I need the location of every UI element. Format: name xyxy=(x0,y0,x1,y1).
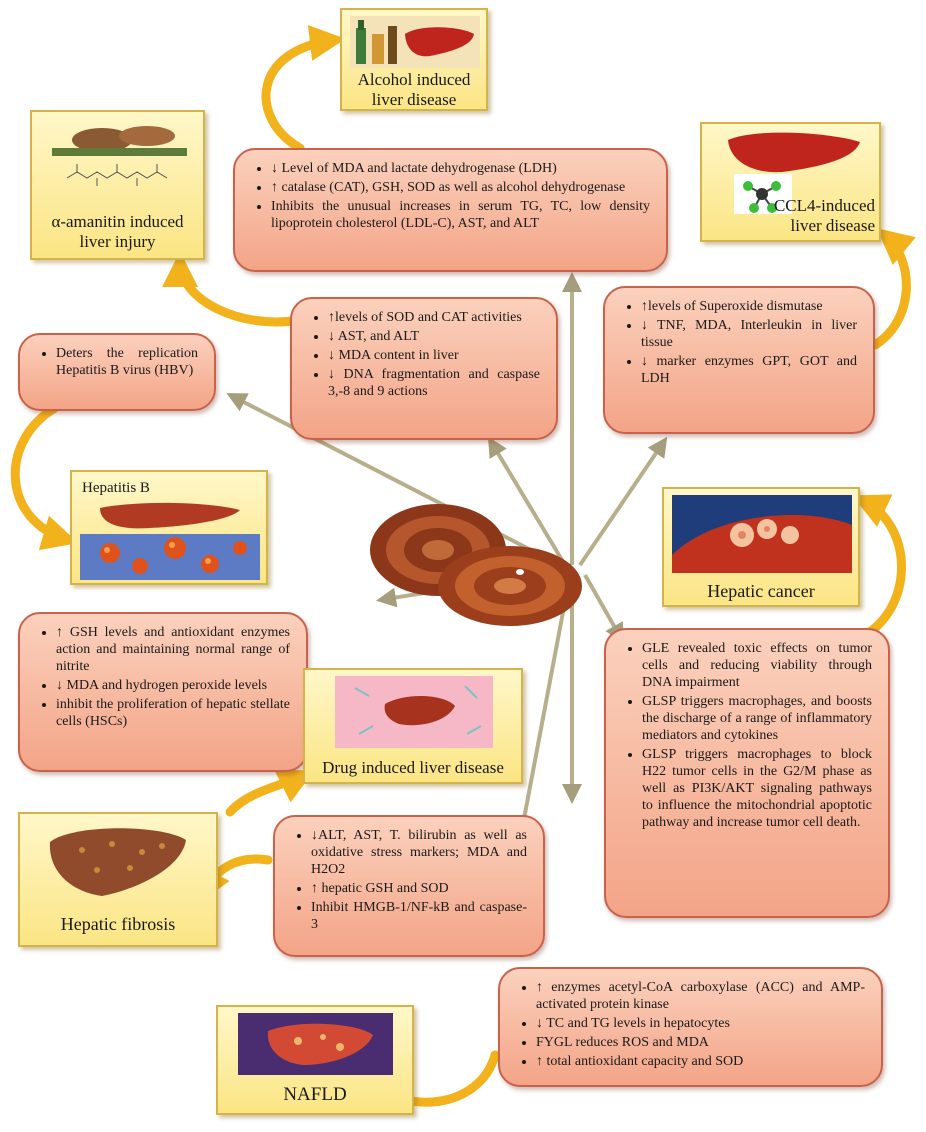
label-hepatitis-text: Hepatitis B xyxy=(82,478,266,498)
label-hepatic-fibrosis: Hepatic fibrosis xyxy=(18,812,218,947)
label-alcohol-text: Alcohol induced liver disease xyxy=(342,70,486,110)
box-hepatitis-list: Deters the replication Hepatitis B virus… xyxy=(36,345,198,379)
list-item: GLSP triggers macrophages to block H22 t… xyxy=(642,746,872,831)
list-item: ↑ enzymes acetyl-CoA carboxylase (ACC) a… xyxy=(536,979,865,1013)
list-item: inhibit the proliferation of hepatic ste… xyxy=(56,696,290,730)
box-ccl4-effects: ↑levels of Superoxide dismutase ↓ TNF, M… xyxy=(603,286,875,434)
box-ccl4-list: ↑levels of Superoxide dismutase ↓ TNF, M… xyxy=(621,298,857,387)
connector-to-ccl4 xyxy=(580,440,665,565)
list-item: ↓ MDA and hydrogen peroxide levels xyxy=(56,677,290,694)
box-cancer-effects: GLE revealed toxic effects on tumor cell… xyxy=(604,628,890,918)
box-amanitin-list: ↑levels of SOD and CAT activities ↓ AST,… xyxy=(308,309,540,400)
label-alcohol-liver-disease: Alcohol induced liver disease xyxy=(340,8,488,111)
box-alcohol-effects: ↓ Level of MDA and lactate dehydrogenase… xyxy=(233,148,668,272)
label-amanitin-liver-injury: α-amanitin induced liver injury xyxy=(30,110,205,260)
label-fibrosis-text: Hepatic fibrosis xyxy=(20,914,216,934)
list-item: ↑levels of SOD and CAT activities xyxy=(328,309,540,326)
box-cancer-list: GLE revealed toxic effects on tumor cell… xyxy=(622,640,872,831)
label-drug-liver-disease: Drug induced liver disease xyxy=(303,668,523,784)
list-item: Inhibit HMGB-1/NF-kB and caspase-3 xyxy=(311,899,527,933)
list-item: ↓ marker enzymes GPT, GOT and LDH xyxy=(641,353,857,387)
mushroom-molecule-icon xyxy=(52,118,187,198)
list-item: ↓ TC and TG levels in hepatocytes xyxy=(536,1015,865,1032)
tumor-icon xyxy=(672,495,852,573)
fibrotic-liver-icon xyxy=(42,822,192,902)
box-fibrosis-list: ↑ GSH levels and antioxidant enzymes act… xyxy=(36,624,290,730)
list-item: ↓ MDA content in liver xyxy=(328,347,540,364)
label-hepatic-cancer-text: Hepatic cancer xyxy=(664,581,858,601)
label-ccl4-text: CCL4-induced liver disease xyxy=(702,196,879,236)
reishi-mushroom-icon xyxy=(360,498,585,630)
curved-arrow-cancer xyxy=(860,500,902,638)
list-item: ↑ GSH levels and antioxidant enzymes act… xyxy=(56,624,290,675)
list-item: ↑ catalase (CAT), GSH, SOD as well as al… xyxy=(271,179,650,196)
label-ccl4-liver-disease: CCL4-induced liver disease xyxy=(700,122,881,242)
drug-liver-icon xyxy=(335,676,493,748)
list-item: ↓ALT, AST, T. bilirubin as well as oxida… xyxy=(311,827,527,878)
fatty-liver-icon xyxy=(238,1013,393,1075)
box-drug-list: ↓ALT, AST, T. bilirubin as well as oxida… xyxy=(291,827,527,933)
curved-arrow-hepatitis xyxy=(15,408,68,540)
label-hepatitis-b: Hepatitis B xyxy=(70,470,268,585)
box-fibrosis-effects: ↑ GSH levels and antioxidant enzymes act… xyxy=(18,612,308,772)
list-item: ↓ Level of MDA and lactate dehydrogenase… xyxy=(271,160,650,177)
label-drug-text: Drug induced liver disease xyxy=(305,758,521,778)
box-alcohol-list: ↓ Level of MDA and lactate dehydrogenase… xyxy=(251,160,650,232)
list-item: GLSP triggers macrophages, and boosts th… xyxy=(642,693,872,744)
list-item: GLE revealed toxic effects on tumor cell… xyxy=(642,640,872,691)
label-nafld: NAFLD xyxy=(216,1005,414,1115)
list-item: ↑ total antioxidant capacity and SOD xyxy=(536,1053,865,1070)
list-item: ↑levels of Superoxide dismutase xyxy=(641,298,857,315)
box-amanitin-effects: ↑levels of SOD and CAT activities ↓ AST,… xyxy=(290,297,558,440)
label-nafld-text: NAFLD xyxy=(218,1085,412,1105)
box-nafld-list: ↑ enzymes acetyl-CoA carboxylase (ACC) a… xyxy=(516,979,865,1070)
list-item: FYGL reduces ROS and MDA xyxy=(536,1034,865,1051)
list-item: ↓ AST, and ALT xyxy=(328,328,540,345)
label-amanitin-text: α-amanitin induced liver injury xyxy=(32,212,203,252)
list-item: ↑ hepatic GSH and SOD xyxy=(311,880,527,897)
alcohol-liver-icon xyxy=(350,16,480,68)
curved-arrow-drug xyxy=(230,775,305,812)
list-item: ↓ DNA fragmentation and caspase 3,-8 and… xyxy=(328,366,540,400)
curved-arrow-alcohol xyxy=(266,40,335,148)
list-item: Deters the replication Hepatitis B virus… xyxy=(56,345,198,379)
list-item: ↓ TNF, MDA, Interleukin in liver tissue xyxy=(641,317,857,351)
liver-virus-icon xyxy=(80,498,260,580)
curved-arrow-ccl4 xyxy=(875,235,906,345)
box-hepatitis-effects: Deters the replication Hepatitis B virus… xyxy=(18,333,216,411)
box-drug-effects: ↓ALT, AST, T. bilirubin as well as oxida… xyxy=(273,815,545,957)
label-hepatic-cancer: Hepatic cancer xyxy=(662,487,860,607)
list-item: Inhibits the unusual increases in serum … xyxy=(271,198,650,232)
box-nafld-effects: ↑ enzymes acetyl-CoA carboxylase (ACC) a… xyxy=(498,967,883,1087)
